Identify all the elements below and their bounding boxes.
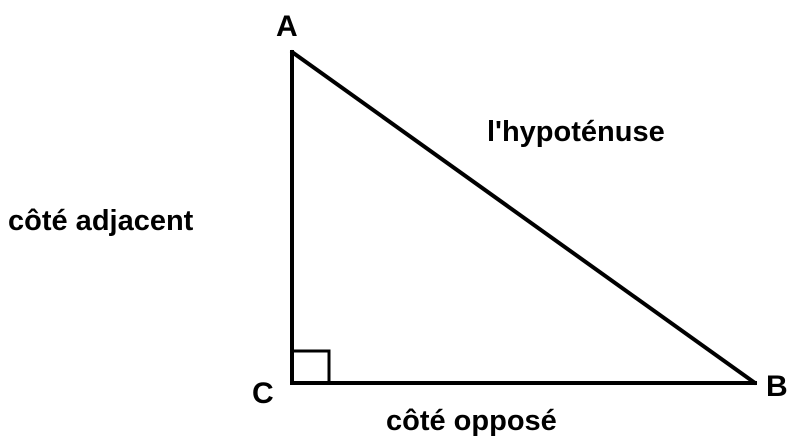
opposite-side-label: côté opposé [386, 405, 557, 437]
vertex-b-label: B [766, 370, 788, 403]
hypotenuse-label: l'hypoténuse [487, 116, 665, 148]
vertex-a-label: A [276, 10, 298, 43]
right-angle-marker [292, 349, 331, 383]
vertex-c-label: C [252, 377, 274, 410]
adjacent-side-label: côté adjacent [8, 205, 194, 237]
side-ab-hypotenuse [290, 50, 757, 385]
